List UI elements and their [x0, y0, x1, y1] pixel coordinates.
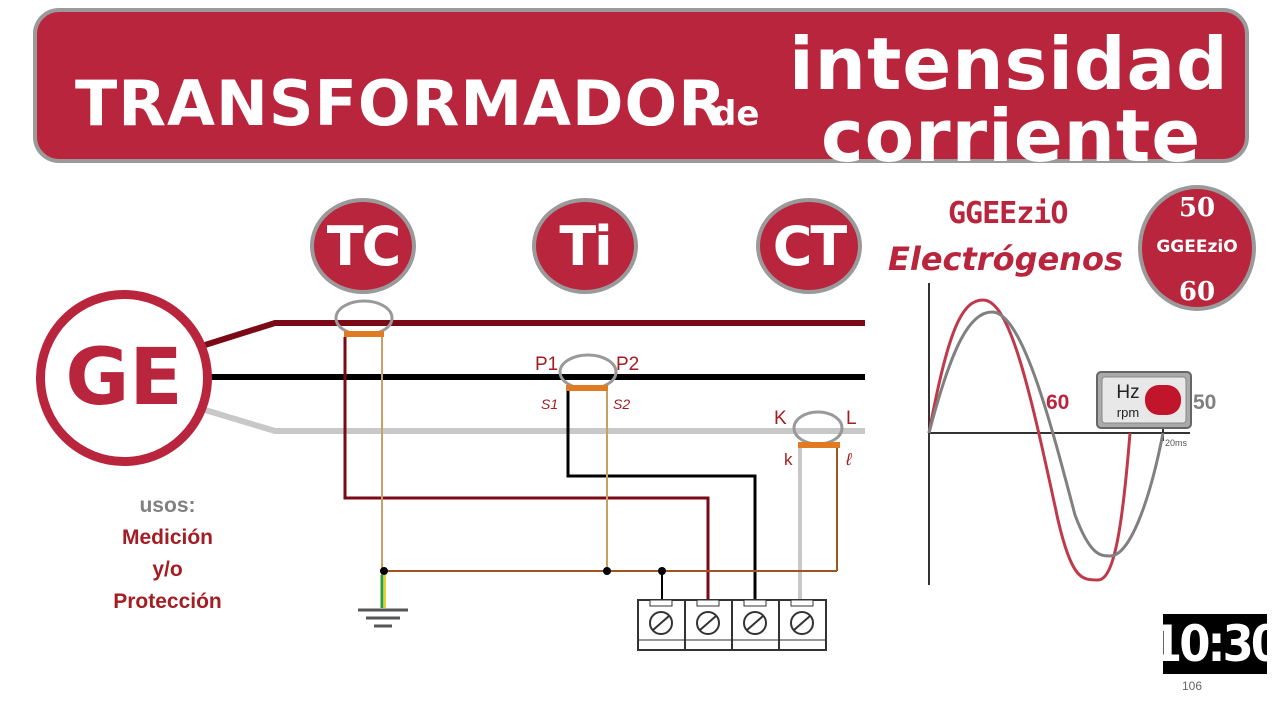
generator-symbol: GE [36, 290, 212, 466]
label-k-upper: K [774, 408, 787, 429]
usos-line-2: y/o [152, 558, 183, 581]
switch-label-hz: Hz [1116, 382, 1139, 403]
logo-top-value: 50 [1178, 193, 1216, 223]
switch-label-rpm: rpm [1117, 405, 1139, 420]
label-s2: S2 [613, 396, 630, 412]
wave-50hz [927, 310, 1165, 558]
badge-ti: Ti [532, 198, 638, 294]
label-l-lower: ℓ [845, 450, 852, 469]
ct-secondary-3 [798, 442, 840, 448]
ct-secondary-1 [344, 331, 384, 337]
wave-left-value: 60 [1046, 391, 1069, 414]
title-line-2: corriente [821, 94, 1202, 178]
ct-secondary-2 [566, 385, 608, 391]
badge-ct: CT [756, 198, 862, 294]
junction-3 [658, 567, 666, 575]
wave-60hz [927, 298, 1132, 582]
switch-knob [1145, 385, 1181, 415]
page-number: 106 [1182, 679, 1203, 693]
wave-right-value: 50 [1193, 391, 1216, 414]
wire-ct2-s1 [566, 391, 757, 600]
usos-label: usos: [139, 494, 196, 517]
brand-subtitle: Electrógenos [888, 240, 1123, 278]
label-k-lower: k [784, 450, 793, 469]
title-line-1: intensidad [789, 22, 1229, 106]
timer-display: 10:30 [1150, 614, 1280, 674]
badge-tc: TC [310, 198, 416, 294]
usos-block: usos: Medición y/o Protección [80, 490, 255, 618]
usos-line-3: Protección [113, 590, 222, 613]
title-main: TRANSFORMADOR [75, 67, 727, 140]
junction-1 [380, 567, 388, 575]
label-s1: S1 [541, 396, 558, 412]
logo-bottom-value: 60 [1178, 277, 1216, 307]
waveform-panel: Hz rpm 60 50 20ms [927, 283, 1216, 585]
label-l-upper: L [846, 408, 857, 429]
usos-line-1: Medición [121, 526, 213, 549]
brand-logo-circle: 50 GGEEziO 60 [1138, 185, 1256, 311]
label-p2: P2 [616, 354, 639, 375]
ground-symbol [358, 608, 408, 628]
line-phase-1 [204, 320, 865, 348]
label-p1: P1 [535, 354, 558, 375]
title-banner: TRANSFORMADOR de intensidad corriente [33, 8, 1249, 178]
wire-ct1-s1 [343, 337, 710, 600]
wave-time-label: 20ms [1165, 438, 1188, 448]
brand-name: GGEEziO [948, 196, 1068, 231]
logo-brand: GGEEziO [1156, 237, 1238, 257]
ct-core-1 [334, 299, 394, 337]
title-connector: de [712, 94, 760, 134]
terminal-block [637, 599, 827, 651]
line-phase-3 [204, 407, 865, 434]
ct-core-2 [558, 353, 618, 391]
junction-2 [603, 567, 611, 575]
